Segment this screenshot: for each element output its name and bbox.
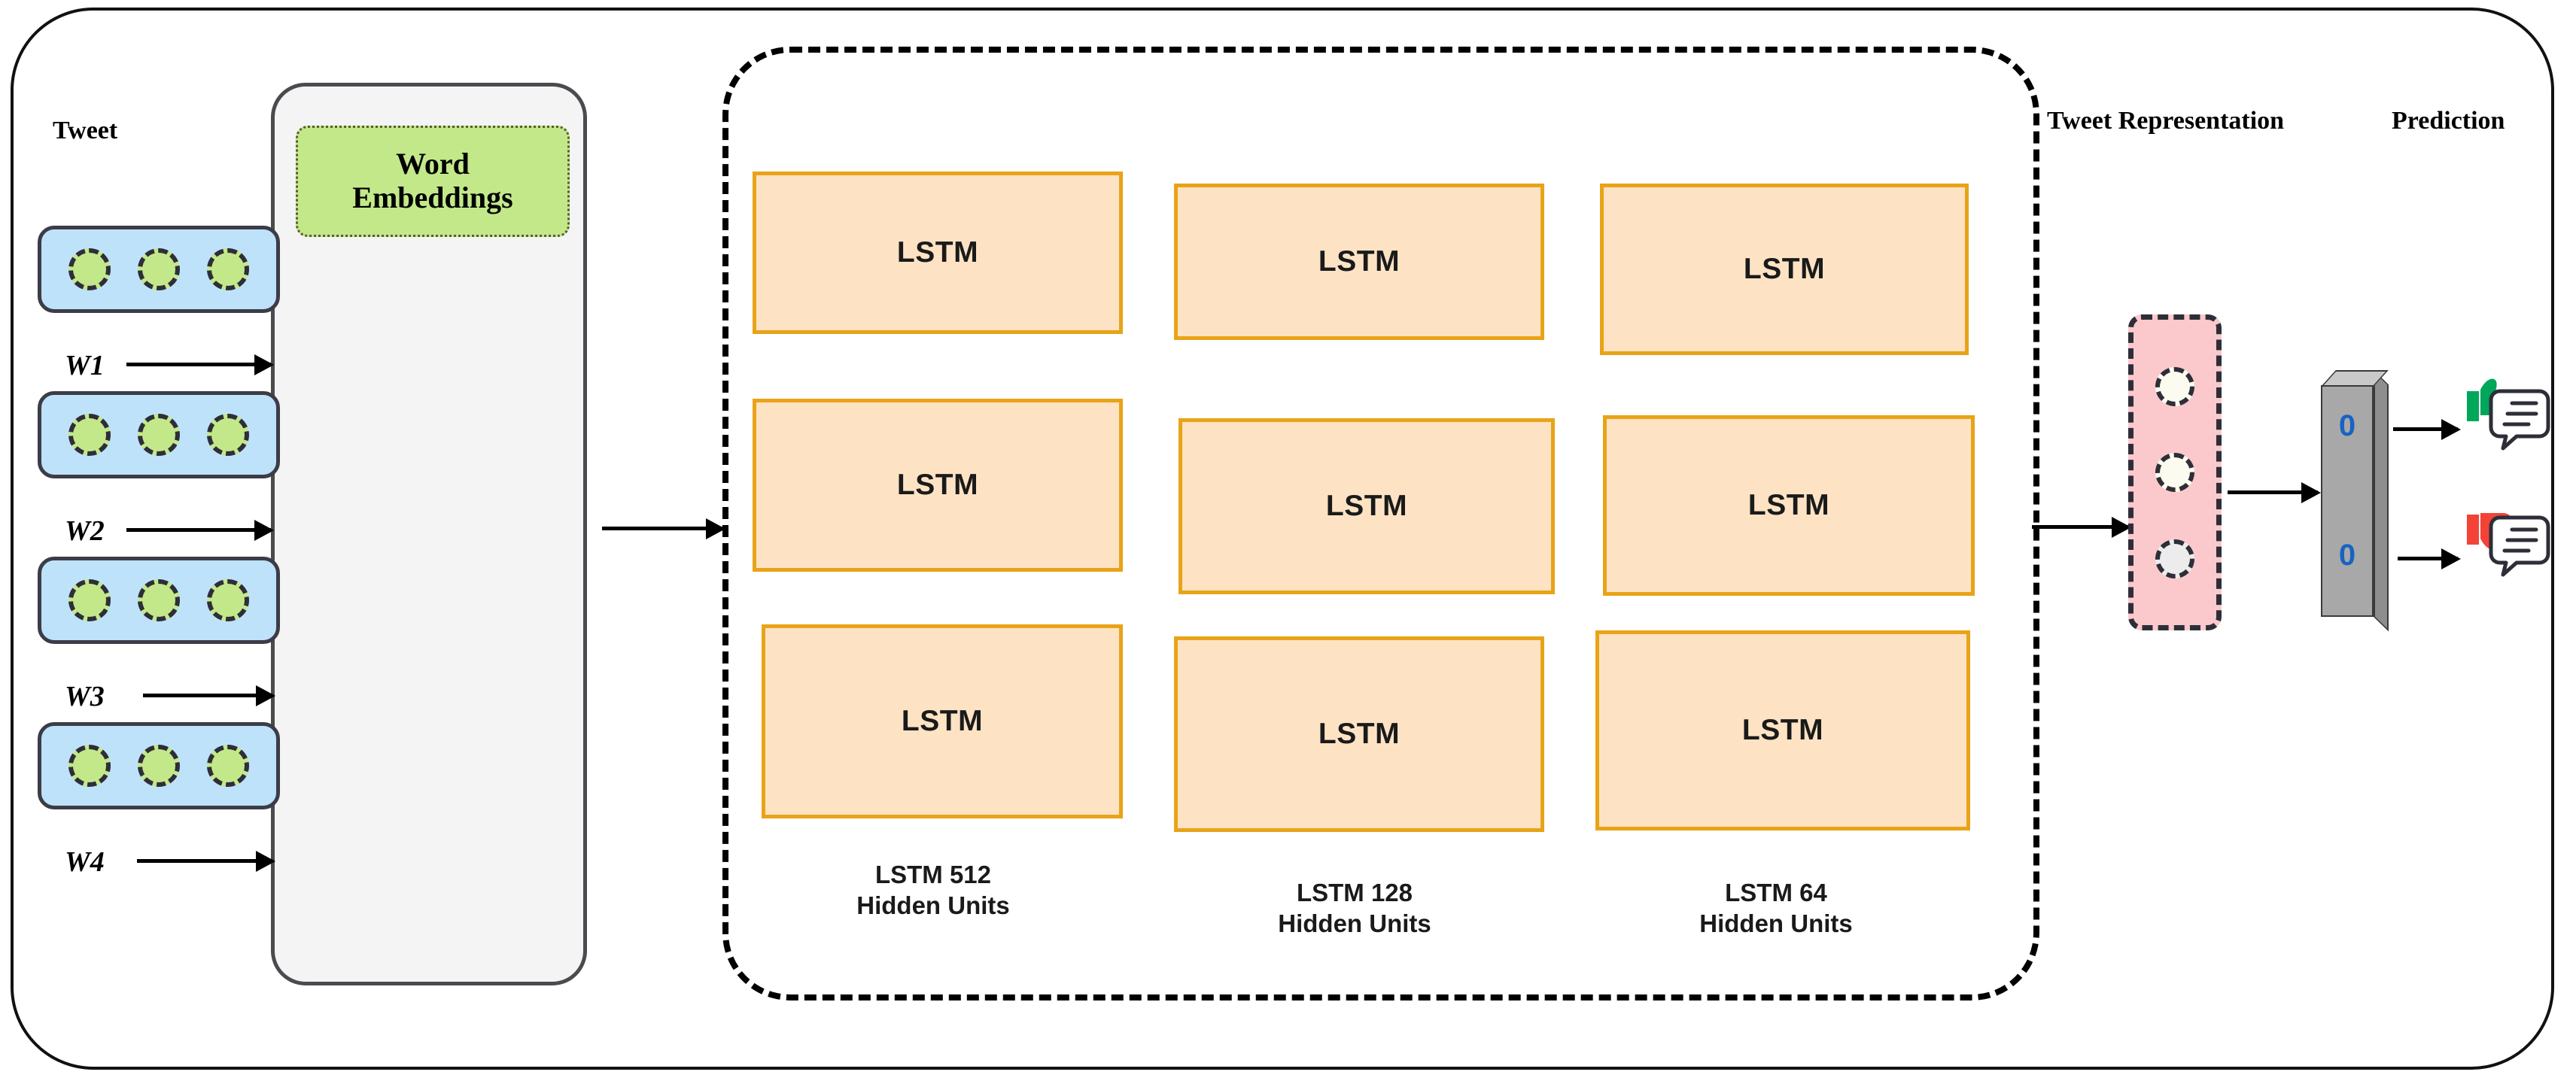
classifier-output-bar [2321, 385, 2374, 617]
embedding-dot-icon [138, 745, 180, 787]
arrow-lstm-to-representation-icon [2032, 517, 2131, 538]
arrow-w2-to-embedding-icon [126, 520, 274, 541]
embedding-dot-icon [68, 579, 111, 621]
lstm-cell-label: LSTM [1318, 245, 1401, 278]
classifier-output-digit: 0 [2338, 409, 2356, 442]
embedding-dot-icon [207, 414, 249, 456]
embedding-dot-icon [207, 248, 249, 290]
lstm-cell: LSTM [1179, 418, 1555, 594]
word-embeddings-line-2: Embeddings [352, 181, 513, 214]
lstm-column-caption-64: LSTM 64 Hidden Units [1699, 879, 1853, 938]
embedding-dot-icon [68, 745, 111, 787]
lstm-cell: LSTM [1174, 184, 1544, 340]
embedding-dot-icon [138, 248, 180, 290]
tweet-section-label: Tweet [53, 117, 118, 144]
word-embedding-panel: Word Embeddings [271, 83, 587, 985]
thumbs-down-comment-icon [2462, 509, 2554, 593]
lstm-cell-label: LSTM [1743, 253, 1826, 285]
word-embeddings-line-1: Word [396, 147, 470, 181]
word-label-w4: W4 [65, 846, 105, 878]
word-token-row [38, 391, 280, 478]
embedding-dot-icon [68, 248, 111, 290]
word-token-row [38, 226, 280, 313]
lstm-cell: LSTM [762, 624, 1123, 818]
embedding-dot-icon [138, 414, 180, 456]
classifier-bar-side-face [2374, 370, 2389, 632]
word-embeddings-box: Word Embeddings [296, 126, 570, 237]
tweet-representation-label: Tweet Representation [2047, 107, 2285, 135]
word-label-w1: W1 [65, 350, 105, 381]
arrow-representation-to-classifier-icon [2228, 482, 2321, 503]
lstm-cell-label: LSTM [1741, 714, 1824, 746]
tweet-representation-vector [2128, 314, 2222, 630]
embedding-dot-icon [207, 579, 249, 621]
prediction-label: Prediction [2392, 107, 2505, 135]
representation-dot-icon [2155, 453, 2194, 492]
embedding-dot-icon [138, 579, 180, 621]
lstm-column-caption-128: LSTM 128 Hidden Units [1278, 879, 1431, 938]
lstm-cell-label: LSTM [901, 705, 984, 737]
lstm-cell-label: LSTM [1318, 718, 1401, 750]
representation-dot-icon [2155, 539, 2194, 578]
lstm-cell: LSTM [1600, 184, 1969, 355]
lstm-cell-label: LSTM [1325, 490, 1408, 522]
word-label-w3: W3 [65, 681, 105, 712]
embedding-dot-icon [68, 414, 111, 456]
arrow-w3-to-embedding-icon [143, 685, 275, 706]
word-token-row [38, 557, 280, 644]
word-token-row [38, 722, 280, 809]
lstm-cell-label: LSTM [896, 236, 979, 269]
lstm-cell-label: LSTM [896, 469, 979, 501]
lstm-cell: LSTM [1595, 630, 1970, 830]
arrow-embeddings-to-lstm-icon [602, 518, 725, 539]
lstm-cell: LSTM [753, 172, 1123, 334]
arrow-classifier-to-positive-icon [2393, 419, 2461, 440]
lstm-column-caption-512: LSTM 512 Hidden Units [856, 861, 1010, 920]
arrow-w1-to-embedding-icon [126, 354, 274, 375]
lstm-cell: LSTM [1174, 636, 1544, 832]
lstm-stack-container [722, 47, 2039, 1000]
arrow-classifier-to-negative-icon [2398, 548, 2461, 569]
representation-dot-icon [2155, 366, 2194, 406]
lstm-cell: LSTM [1603, 415, 1975, 596]
embedding-dot-icon [207, 745, 249, 787]
thumbs-up-comment-icon [2462, 376, 2554, 460]
classifier-output-digit: 0 [2338, 539, 2356, 572]
word-label-w2: W2 [65, 515, 105, 547]
lstm-cell: LSTM [753, 399, 1123, 572]
lstm-cell-label: LSTM [1747, 489, 1830, 521]
arrow-w4-to-embedding-icon [137, 851, 275, 872]
